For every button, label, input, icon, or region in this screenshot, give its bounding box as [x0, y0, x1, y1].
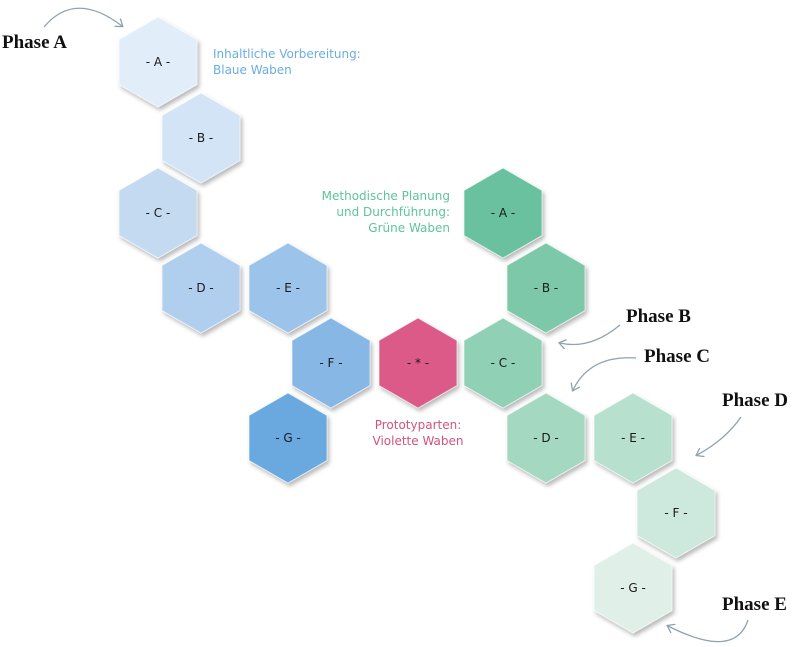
- hexagon-shape: [161, 242, 241, 334]
- hexagon-shape: [463, 167, 543, 259]
- hex-violet-star: - * -: [378, 317, 458, 409]
- hex-blue-d: - D -: [161, 242, 241, 334]
- hexagon-shape: [291, 317, 371, 409]
- hexagon-shape: [118, 167, 198, 259]
- hex-green-b: - B -: [506, 242, 586, 334]
- legend-blue: Inhaltliche Vorbereitung: Blaue Waben: [213, 46, 361, 78]
- hexagon-label: - E -: [621, 431, 645, 445]
- legend-blue-line-1: Inhaltliche Vorbereitung:: [213, 47, 361, 61]
- hexagon-shape: [248, 242, 328, 334]
- hexagon-label: - F -: [319, 356, 342, 370]
- hexagon-label: - G -: [275, 431, 301, 445]
- hexagon-shape: [378, 317, 458, 409]
- phase-c-label: Phase C: [644, 346, 710, 367]
- hex-blue-g: - G -: [248, 392, 328, 484]
- hex-blue-b: - B -: [161, 92, 241, 184]
- hex-green-a: - A -: [463, 167, 543, 259]
- hex-green-c: - C -: [463, 317, 543, 409]
- hexagon-shape: [593, 542, 673, 634]
- phase-a-label: Phase A: [2, 32, 67, 53]
- legend-green-line-1: Methodische Planung: [321, 189, 450, 203]
- hexagon-shape: [248, 392, 328, 484]
- legend-blue-line-2: Blaue Waben: [213, 63, 292, 77]
- hexagon-label: - C -: [491, 356, 516, 370]
- hexagon-shape: [506, 392, 586, 484]
- phase-d-label: Phase D: [722, 390, 788, 411]
- legend-green-line-3: Grüne Waben: [368, 221, 450, 235]
- hexagon-label: - F -: [664, 506, 687, 520]
- hex-blue-f: - F -: [291, 317, 371, 409]
- hexagon-shape: [161, 92, 241, 184]
- legend-violet-line-1: Prototyparten:: [374, 418, 462, 432]
- phase-e-arrow: [668, 619, 749, 643]
- hexagon-label: - D -: [188, 281, 214, 295]
- hexagon-label: - * -: [407, 356, 429, 370]
- hex-green-f: - F -: [636, 467, 716, 559]
- hexagon-label: - A -: [491, 206, 516, 220]
- legend-violet-line-2: Violette Waben: [372, 434, 464, 448]
- hex-blue-c: - C -: [118, 167, 198, 259]
- hexagon-shape: [506, 242, 586, 334]
- hexagon-label: - G -: [620, 581, 646, 595]
- hexagon-label: - C -: [146, 206, 171, 220]
- hexagon-label: - A -: [146, 55, 171, 69]
- phase-b-label: Phase B: [626, 306, 691, 327]
- hexagon-label: - B -: [534, 281, 559, 295]
- hex-green-d: - D -: [506, 392, 586, 484]
- phase-b-arrow: [560, 324, 621, 345]
- hexagon-shape: [636, 467, 716, 559]
- legend-green: Methodische Planung und Durchführung: Gr…: [322, 188, 450, 236]
- hexagon-shape: [593, 392, 673, 484]
- hexagon-label: - B -: [189, 131, 214, 145]
- phase-c-arrow: [573, 357, 637, 390]
- hexagon-label: - E -: [276, 281, 300, 295]
- legend-green-line-2: und Durchführung:: [336, 205, 450, 219]
- hexagon-shape: [118, 16, 198, 108]
- phase-d-arrow: [697, 416, 742, 455]
- hexagon-label: - D -: [533, 431, 559, 445]
- legend-violet: Prototyparten: Violette Waben: [372, 417, 463, 449]
- hex-blue-a: - A -: [118, 16, 198, 108]
- hexagon-shape: [463, 317, 543, 409]
- phase-a-arrow: [43, 7, 122, 28]
- phase-e-label: Phase E: [722, 594, 787, 615]
- hex-green-g: - G -: [593, 542, 673, 634]
- hex-green-e: - E -: [593, 392, 673, 484]
- hex-blue-e: - E -: [248, 242, 328, 334]
